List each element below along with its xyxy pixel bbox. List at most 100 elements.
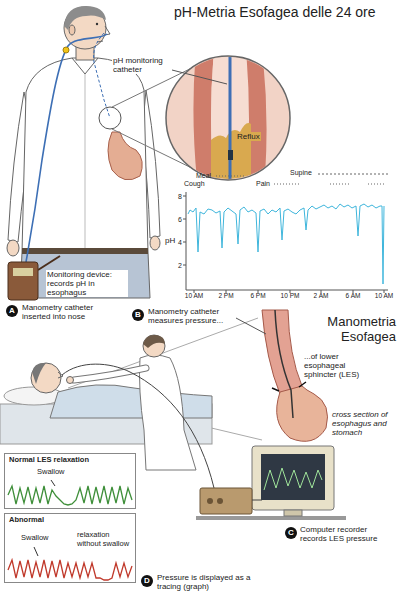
ph-chart-part xyxy=(188,204,384,284)
time-tick-label: 2 PM xyxy=(218,292,233,299)
magnified-esophagus-part-part xyxy=(193,50,214,190)
patient-figure-part xyxy=(64,7,106,49)
callout-letter: B xyxy=(132,309,144,321)
patient-figure-part xyxy=(63,47,69,53)
manometry-scene-part xyxy=(207,498,213,504)
ph-chart-part xyxy=(318,174,388,175)
manometry-scene-part xyxy=(284,510,302,516)
callout-circle: B xyxy=(132,309,144,321)
manometry-scene-part xyxy=(277,386,328,441)
patient-figure-part xyxy=(20,252,150,298)
ph-chart xyxy=(183,174,388,293)
magnified-esophagus-part xyxy=(166,56,290,180)
patient-figure-part xyxy=(22,58,148,252)
manometry-scene xyxy=(0,310,346,520)
patient-figure-part xyxy=(7,240,19,256)
time-tick-label: 6 AM xyxy=(346,292,361,299)
panel-heading: Abnormal xyxy=(9,516,44,525)
axis-tick-label: 4 xyxy=(173,238,182,247)
ph-chart-part xyxy=(183,196,186,265)
manometry-scene-part xyxy=(262,310,302,394)
manometry-scene-part xyxy=(275,310,293,418)
panel-heading: Normal LES relaxation xyxy=(9,456,89,465)
patient-figure-part xyxy=(85,74,86,248)
callout-circle: D xyxy=(141,575,153,587)
trace-panel: AbnormalSwallow relaxation without swallo… xyxy=(4,513,136,583)
pressure-traces-part xyxy=(51,480,55,486)
event-label: Cough xyxy=(184,180,205,188)
pressure-traces-part xyxy=(34,547,38,556)
ph-chart-part xyxy=(186,192,388,290)
step-label: Manometry catheter inserted into nose xyxy=(22,303,114,321)
time-tick-label: 2 AM xyxy=(314,292,329,299)
manometry-scene-part xyxy=(272,382,306,391)
pressure-traces xyxy=(8,480,132,580)
event-label: Supine xyxy=(290,169,312,177)
callout-letter: D xyxy=(141,575,153,587)
patient-figure-part xyxy=(96,23,98,25)
manometry-scene-part xyxy=(31,363,61,393)
patient-figure-part xyxy=(22,248,148,254)
patient-figure-part xyxy=(150,236,160,250)
manometry-scene-part xyxy=(62,364,214,488)
patient-figure-part xyxy=(108,132,142,180)
axis-title: pH xyxy=(165,236,175,245)
manometry-scene-part xyxy=(261,454,325,500)
manometry-scene-part xyxy=(143,335,165,348)
magnified-esophagus-part-part xyxy=(228,150,233,160)
patient-figure-part xyxy=(38,256,60,270)
axis-tick-label: 2 xyxy=(173,261,182,270)
patient-figure-part xyxy=(104,26,110,35)
manometry-scene-part xyxy=(143,335,165,357)
patient-figure-part xyxy=(8,262,38,300)
manometry-scene-part xyxy=(264,468,322,490)
part-label: ...of lower esophageal sphincter (LES) xyxy=(304,352,376,379)
axis-tick-label: 6 xyxy=(173,215,182,224)
ph-chart-part xyxy=(274,184,384,185)
ph-chart-part xyxy=(216,176,244,177)
patient-figure-part xyxy=(94,33,110,118)
magnified-esophagus-part xyxy=(193,50,266,190)
part-label: cross section of esophagus and stomach xyxy=(332,410,396,437)
manometry-scene-part xyxy=(50,385,212,418)
magnified-esophagus xyxy=(166,50,290,190)
manometry-scene-part xyxy=(67,377,74,384)
event-label: Meal xyxy=(196,172,211,180)
pressure-traces-part xyxy=(8,560,132,580)
event-label: relaxation without swallow xyxy=(77,531,133,548)
manometry-scene-part xyxy=(217,498,223,504)
part-label: pH monitoring catheter xyxy=(112,56,172,74)
manometry-scene-part xyxy=(32,363,46,384)
manometry-scene-part xyxy=(252,446,334,510)
event-label: Swallow xyxy=(21,534,49,543)
time-tick-label: 10 PM xyxy=(281,292,300,299)
time-tick-label: 6 PM xyxy=(250,292,265,299)
manometry-scene-part xyxy=(196,516,346,520)
axis-tick-label: 8 xyxy=(173,192,182,201)
part-label: Monitoring device: records pH in esophag… xyxy=(46,270,128,297)
step-label: Manometry catheter measures pressure... xyxy=(148,307,243,325)
patient-figure-part xyxy=(26,34,107,262)
manometry-scene-part xyxy=(140,355,197,470)
section-heading: Manometria Esofagea xyxy=(318,314,396,344)
patient-figure-part xyxy=(69,25,75,35)
event-label: Pain xyxy=(256,180,270,188)
manometry-scene-part xyxy=(200,488,252,514)
manometry-scene-part xyxy=(252,500,262,501)
callout-circle: A xyxy=(6,305,18,317)
callout-circle: C xyxy=(285,527,297,539)
time-tick-label: 10 AM xyxy=(375,292,393,299)
magnified-esophagus-part xyxy=(172,70,227,84)
manometry-scene-part xyxy=(74,368,146,380)
manometry-scene-part xyxy=(236,318,266,334)
trace-panel: Normal LES relaxationSwallow xyxy=(4,453,136,509)
event-label: Swallow xyxy=(37,468,65,477)
pressure-traces-part xyxy=(8,486,132,505)
time-tick-label: 10 AM xyxy=(185,292,203,299)
patient-figure-part xyxy=(99,107,121,129)
manometry-scene-part xyxy=(74,368,146,380)
part-label: Reflux xyxy=(236,132,261,141)
patient-figure-part xyxy=(13,268,33,276)
